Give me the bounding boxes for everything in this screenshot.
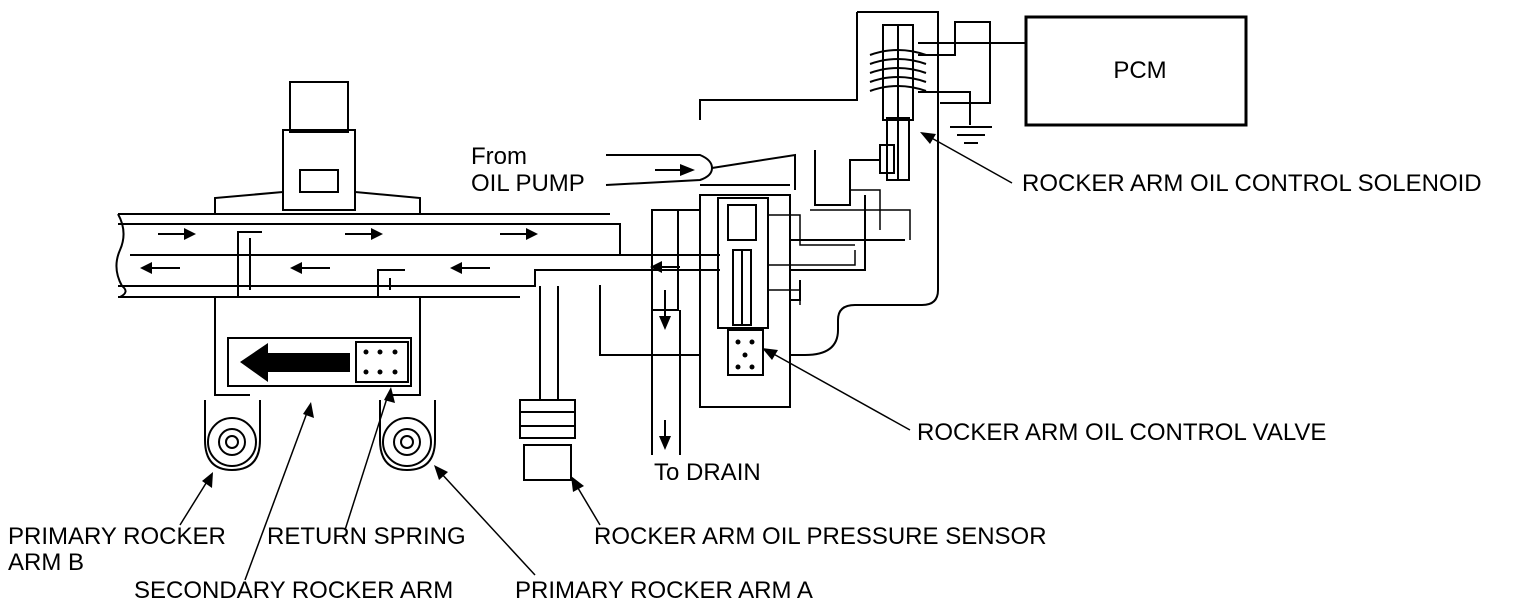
primary-rocker-arm-a-label: PRIMARY ROCKER ARM A <box>515 577 813 604</box>
oil-control-solenoid <box>699 11 939 356</box>
primary-rocker-arm-a <box>379 400 436 472</box>
return-spring-label: RETURN SPRING <box>267 523 466 550</box>
oil-pump-inlet <box>605 153 796 190</box>
primary-rocker-arm-b <box>204 400 261 472</box>
oil-pressure-sensor <box>519 286 576 481</box>
secondary-rocker-arm-label: SECONDARY ROCKER ARM <box>134 577 453 604</box>
control-valve-label: ROCKER ARM OIL CONTROL VALVE <box>917 419 1326 446</box>
pressure-sensor-label: ROCKER ARM OIL PRESSURE SENSOR <box>594 523 1047 550</box>
rocker-shaft <box>115 81 720 298</box>
solenoid-wiring <box>918 21 1026 125</box>
oil-pump-label: OIL PUMP <box>471 170 585 197</box>
from-label: From <box>471 143 527 170</box>
ground-icon <box>950 126 992 144</box>
to-drain-label: To DRAIN <box>654 459 761 486</box>
primary-rocker-arm-b-label-line2: ARM B <box>8 549 84 576</box>
pcm-label: PCM <box>1113 57 1166 84</box>
drain-passage <box>599 285 700 455</box>
oil-control-valve <box>651 189 911 408</box>
primary-rocker-arm-b-label-line1: PRIMARY ROCKER <box>8 523 226 550</box>
pcm-box: PCM <box>1024 15 1248 127</box>
rocker-arm-assembly <box>214 297 421 396</box>
leader-lines <box>179 132 1013 581</box>
solenoid-label: ROCKER ARM OIL CONTROL SOLENOID <box>1022 170 1482 197</box>
solenoid-passages <box>790 150 905 301</box>
